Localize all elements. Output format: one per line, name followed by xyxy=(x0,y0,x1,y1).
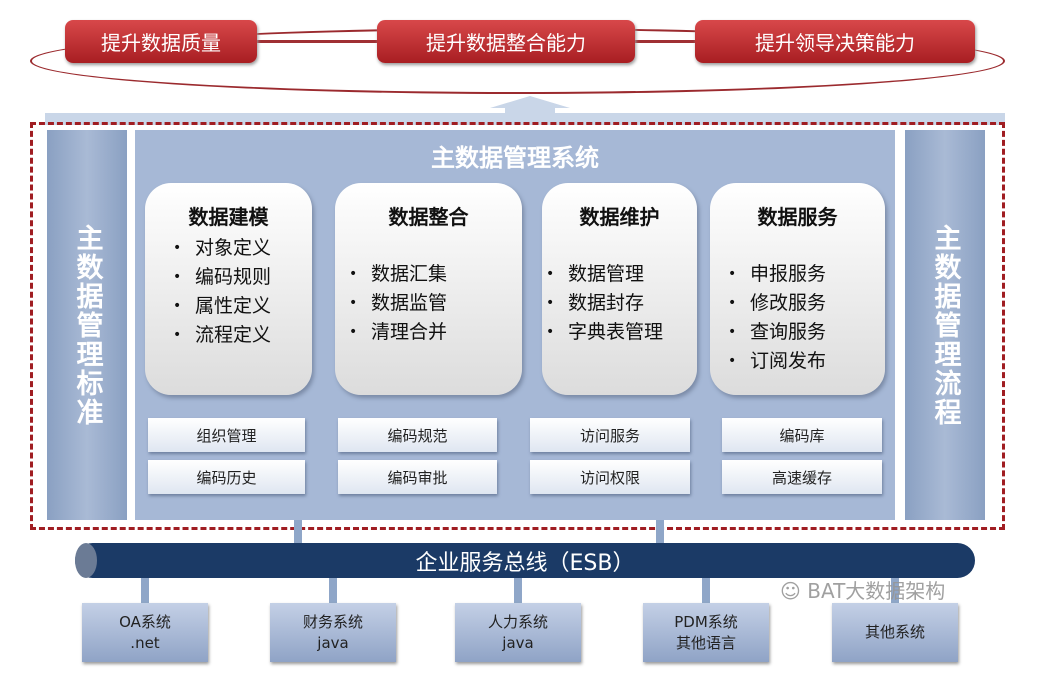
module-card: 数据服务 申报服务修改服务查询服务订阅发布 xyxy=(710,183,885,395)
system-box-pdm: PDM系统其他语言 xyxy=(643,603,769,662)
esb-bus: 企业服务总线（ESB） xyxy=(75,543,975,578)
module-item: 数据监管 xyxy=(349,289,522,318)
module-item: 申报服务 xyxy=(728,260,885,289)
module-title: 数据建模 xyxy=(188,205,269,229)
goal-connector xyxy=(255,40,380,43)
module-item: 对象定义 xyxy=(173,234,312,263)
function-box: 高速缓存 xyxy=(722,460,882,494)
watermark: ☺ BAT大数据架构 xyxy=(780,579,945,603)
module-title: 数据服务 xyxy=(757,205,838,229)
wechat-icon: ☺ xyxy=(780,579,808,603)
function-box: 编码规范 xyxy=(338,418,497,452)
up-arrow-icon xyxy=(490,96,570,108)
module-item: 流程定义 xyxy=(173,321,312,350)
module-item: 修改服务 xyxy=(728,289,885,318)
connector-arrow-icon xyxy=(294,520,302,543)
function-box: 编码库 xyxy=(722,418,882,452)
module-item: 查询服务 xyxy=(728,318,885,347)
connector-arrow-icon xyxy=(514,578,522,603)
standards-column: 主数据管理标准 xyxy=(47,130,127,520)
system-name: 人力系统 xyxy=(487,612,548,631)
system-name: 其他系统 xyxy=(864,623,925,641)
connector-arrow-icon xyxy=(891,578,899,603)
connector-arrow-icon xyxy=(329,578,337,603)
function-box: 访问权限 xyxy=(530,460,690,494)
connector-arrow-icon xyxy=(141,578,149,603)
connector-arrow-icon xyxy=(656,520,664,543)
function-box: 编码审批 xyxy=(338,460,497,494)
goal-data-integration: 提升数据整合能力 xyxy=(377,20,635,63)
goal-decision: 提升领导决策能力 xyxy=(695,20,975,63)
function-box: 访问服务 xyxy=(530,418,690,452)
system-name: 财务系统 xyxy=(302,612,363,631)
module-item: 数据汇集 xyxy=(349,260,522,289)
system-box-oa: OA系统 .net xyxy=(82,603,208,662)
system-tech: java xyxy=(317,633,349,652)
esb-bus-cap xyxy=(75,543,97,578)
goal-connector xyxy=(633,40,697,43)
system-box-other: 其他系统 xyxy=(832,603,958,662)
module-item: 属性定义 xyxy=(173,292,312,321)
module-item: 清理合并 xyxy=(349,318,522,347)
system-name: OA系统 xyxy=(119,612,171,631)
connector-arrow-icon xyxy=(702,578,710,603)
system-tech: 其他语言 xyxy=(675,633,736,652)
module-title: 数据维护 xyxy=(579,205,660,229)
function-box: 编码历史 xyxy=(148,460,305,494)
module-card: 数据整合 数据汇集数据监管清理合并 xyxy=(335,183,522,395)
module-item: 订阅发布 xyxy=(728,347,885,376)
module-item: 字典表管理 xyxy=(546,318,697,347)
watermark-text: BAT大数据架构 xyxy=(807,579,946,603)
module-item: 编码规则 xyxy=(173,263,312,292)
up-arrow-stem xyxy=(505,106,555,116)
system-tech: java xyxy=(502,633,534,652)
function-box: 组织管理 xyxy=(148,418,305,452)
system-name: PDM系统 xyxy=(674,612,738,631)
module-card: 数据建模 对象定义编码规则属性定义流程定义 xyxy=(145,183,312,395)
module-card: 数据维护 数据管理数据封存字典表管理 xyxy=(542,183,697,395)
mdm-boundary xyxy=(30,122,1005,530)
system-box-hr: 人力系统 java xyxy=(455,603,581,662)
module-item: 数据封存 xyxy=(546,289,697,318)
system-title: 主数据管理系统 xyxy=(431,144,599,172)
module-item: 数据管理 xyxy=(546,260,697,289)
module-title: 数据整合 xyxy=(388,205,469,229)
process-column: 主数据管理流程 xyxy=(905,130,985,520)
goal-data-quality: 提升数据质量 xyxy=(65,20,257,63)
system-box-finance: 财务系统 java xyxy=(270,603,396,662)
system-tech: .net xyxy=(130,633,160,652)
